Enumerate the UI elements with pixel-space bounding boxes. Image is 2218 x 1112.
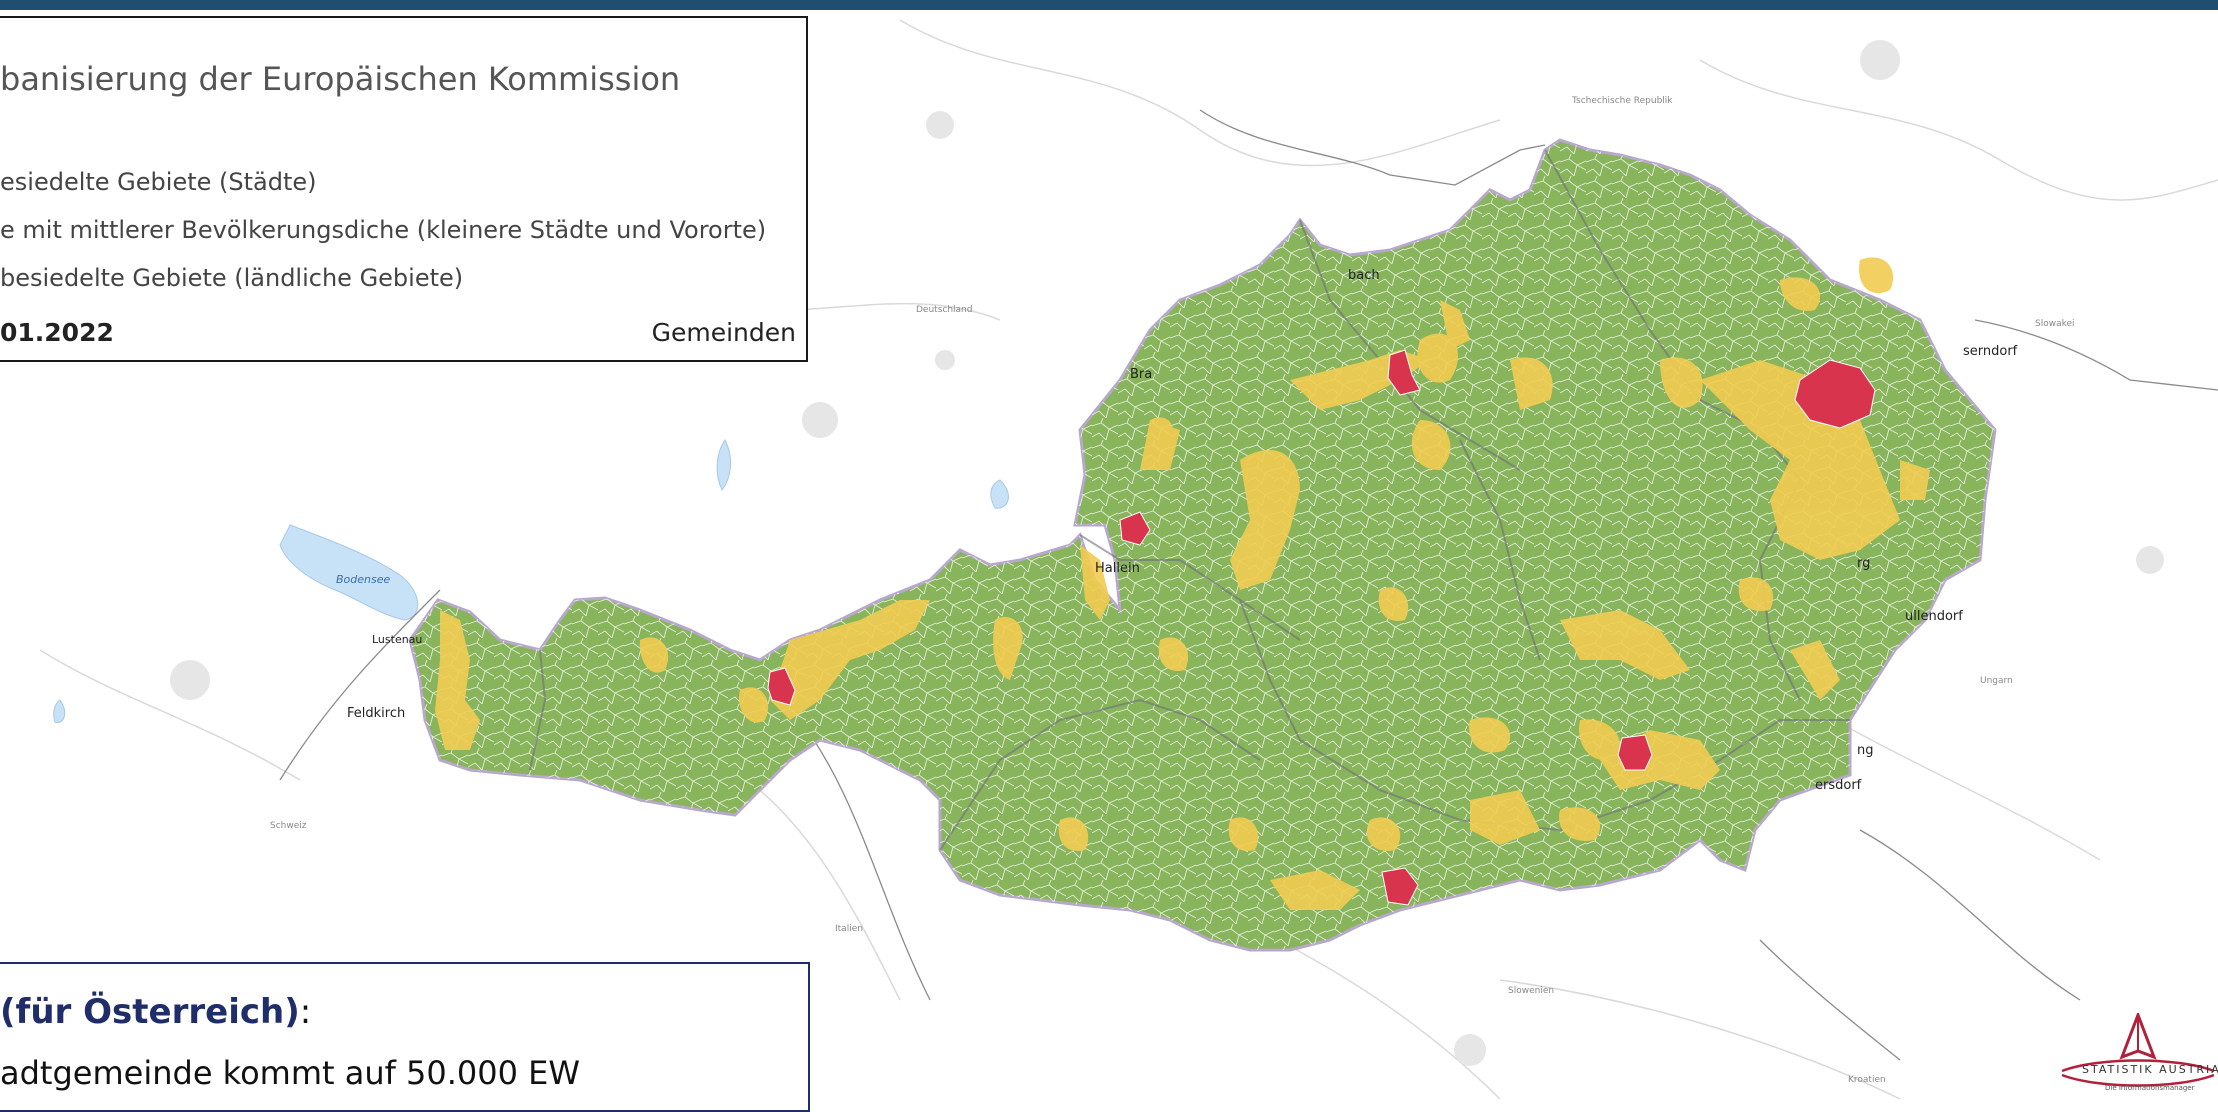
lake-bodensee: Bodensee [336,573,390,586]
legend-panel: banisierung der Europäischen Kommission … [0,16,808,362]
place-label: rg [1857,556,1870,571]
info-colon: : [299,992,312,1032]
info-panel: (für Österreich): adtgemeinde kommt auf … [0,962,810,1112]
legend-level: Gemeinden [651,318,796,347]
info-heading-text: (für Österreich) [0,992,300,1032]
logo-subtitle: Die Informationsmanager [2105,1084,2195,1092]
place-label: ullendorf [1905,609,1963,624]
country-label: Slowakei [2035,319,2075,329]
legend-item-cities: esiedelte Gebiete (Städte) [0,168,317,196]
map-labels: Tschechische Republik Deutschland Slowak… [270,96,2075,1085]
info-heading: (für Österreich): [0,992,311,1032]
country-borders [279,109,2218,1061]
lakes [53,439,1009,724]
top-bar [0,0,2218,10]
place-label: bach [1348,268,1380,283]
place-label: Bra [1130,367,1152,382]
city-klagenfurt [1381,867,1419,906]
place-label: ersdorf [1815,778,1862,793]
country-label: Deutschland [916,305,972,315]
dense-cities [767,349,1876,906]
country-label: Ungarn [1980,676,2013,686]
statistik-austria-logo [2061,1013,2215,1087]
logo-text: STATISTIK AUSTRIA [2082,1063,2218,1076]
place-lustenau: Lustenau [372,633,422,646]
country-label: Schweiz [270,821,307,831]
city-salzburg [1119,511,1151,546]
place-label: ng [1857,743,1874,758]
austria-map[interactable] [408,138,1997,952]
info-text: adtgemeinde kommt auf 50.000 EW [0,1054,581,1092]
city-innsbruck [767,667,796,706]
country-label: Italien [835,924,863,934]
country-label: Tschechische Republik [1571,96,1673,106]
background-towns [170,40,2164,1066]
city-linz [1387,349,1421,396]
place-feldkirch: Feldkirch [347,706,405,721]
legend-title: banisierung der Europäischen Kommission [0,60,681,98]
country-label: Slowenien [1508,986,1554,996]
place-label: serndorf [1963,344,2018,359]
legend-item-rural: besiedelte Gebiete (ländliche Gebiete) [0,264,464,292]
city-graz [1617,734,1653,771]
city-wien [1794,359,1876,429]
country-label: Kroatien [1848,1075,1886,1085]
medium-density-areas [435,257,1930,910]
legend-item-towns: e mit mittlerer Bevölkerungsdiche (klein… [0,216,767,244]
legend-date: 01.2022 [0,318,114,347]
place-hallein: Hallein [1095,561,1140,576]
